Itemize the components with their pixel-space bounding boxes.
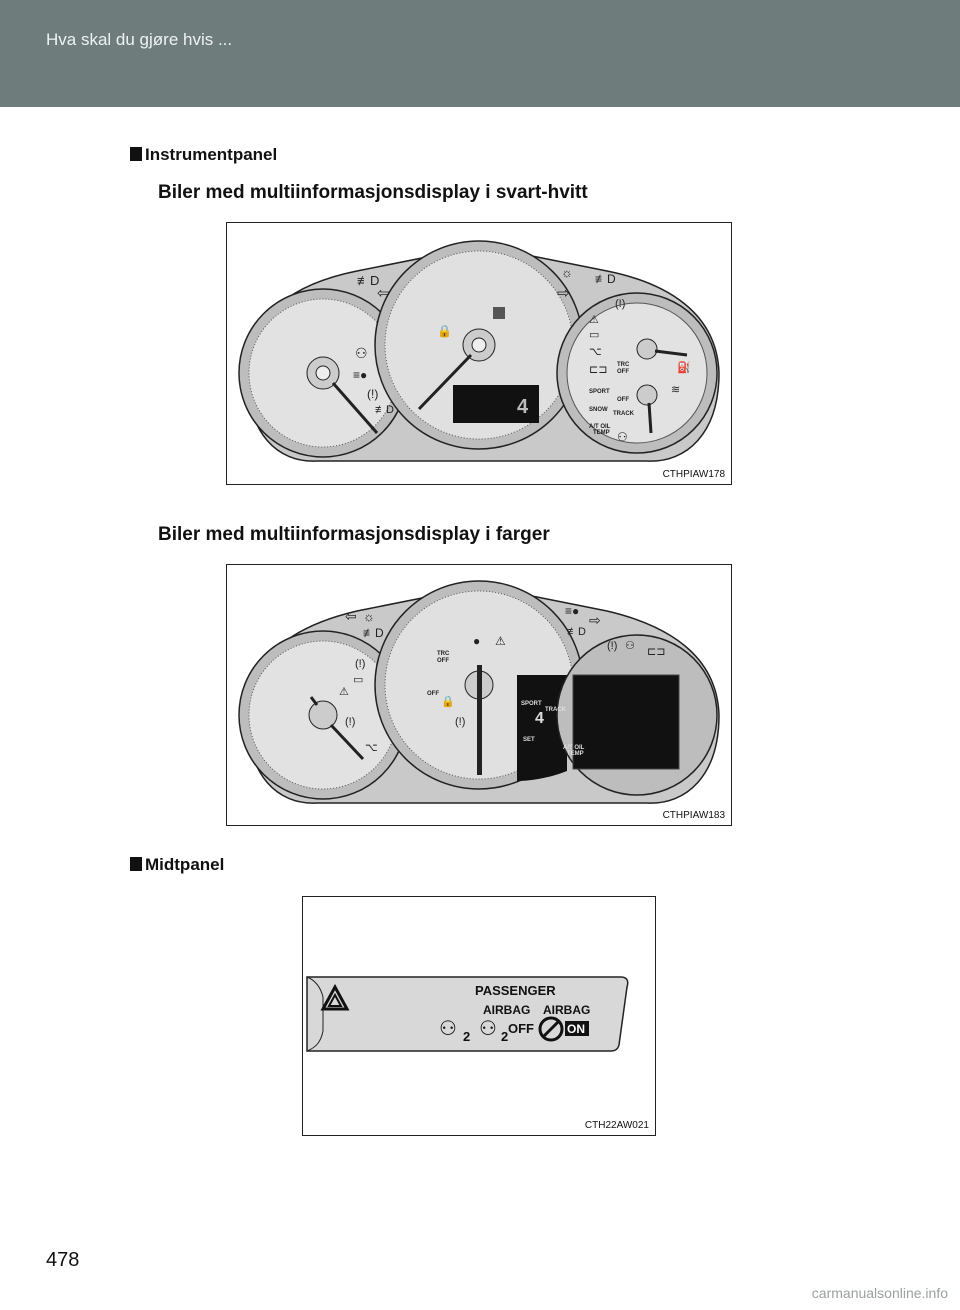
trc-label-color: TRC: [437, 651, 450, 657]
fuel-icon: ⛽: [677, 361, 691, 374]
check-engine-icon: ⊏⊐: [589, 364, 607, 376]
passenger-seatbelt-icon: ⚇: [479, 1018, 497, 1040]
gear-digit: 4: [517, 396, 529, 418]
page-number: 478: [46, 1249, 80, 1271]
light-indicator-icon-color: ☼: [363, 609, 375, 624]
snow-label: SNOW: [589, 407, 608, 413]
rear-fog-icon-color: ≢D: [567, 626, 586, 638]
vsc-off-label-color: OFF: [427, 691, 439, 697]
subtitle-color-display: Biler med multiinformasjonsdisplay i far…: [158, 524, 550, 545]
instrument-cluster-color-illustration: (!) ▭ ⚠ (!) ⌥ ☼ ≢D ⇦ TRC OFF OFF ● ⚠ (!)…: [238, 580, 720, 804]
left-turn-icon-color: ⇦: [345, 608, 357, 624]
fog-indicator-icon: ≢D: [357, 273, 379, 288]
fog-light-icon: ≢D: [375, 404, 394, 416]
headlight-icon-color: ≡●: [565, 604, 579, 618]
cruise-icon: [493, 307, 505, 319]
tachometer-needle-color: [309, 696, 319, 706]
right-turn-icon: ⇨: [557, 285, 570, 302]
speedometer-needle: [417, 353, 473, 411]
figure-center-panel: PASSENGER AIRBAG AIRBAG ⚇ 2 ⚇ 2 OFF ON C…: [302, 896, 656, 1136]
master-warning-icon-color: ⚠: [339, 686, 349, 698]
passenger-label: PASSENGER: [475, 983, 556, 998]
master-warning-icon: ⚠: [589, 314, 599, 326]
brake-icon-color: (!): [345, 716, 355, 728]
check-engine-icon-color: ⊏⊐: [647, 646, 665, 658]
sport-label-color: SPORT: [521, 701, 542, 707]
airbag-on-badge: [565, 1021, 589, 1036]
vsc-off-label: OFF: [617, 397, 629, 403]
warning-triangle-icon: ⚠: [495, 634, 506, 648]
right-turn-icon-color: ⇨: [589, 612, 601, 628]
trc-off-label-color: OFF: [437, 658, 449, 664]
figure-code-center: CTH22AW021: [584, 1120, 649, 1131]
center-panel-illustration: PASSENGER AIRBAG AIRBAG ⚇ 2 ⚇ 2 OFF ON: [306, 976, 629, 1052]
brake-icon: (!): [615, 298, 625, 310]
lock-icon-color: 🔒: [441, 695, 455, 708]
track-label-color: TRACK: [545, 707, 567, 713]
airbag-icon: ⚇: [617, 430, 628, 444]
section-title-midtpanel: Midtpanel: [130, 855, 224, 875]
color-display-left: [517, 675, 567, 781]
right-gauge-face: [566, 302, 708, 444]
speedometer-needle-color: [477, 665, 482, 775]
airbag-on-label: ON: [567, 1022, 585, 1036]
seat-number-1: 2: [463, 1029, 470, 1044]
warning-dot-icon: ●: [473, 634, 480, 648]
watermark: carmanualsonline.info: [811, 1285, 948, 1301]
seatbelt-icon: ⚇: [355, 345, 368, 361]
at-oil-temp-label-color: TEMP: [567, 751, 584, 757]
lock-icon: 🔒: [437, 324, 452, 338]
fog-icon-color: ≢D: [363, 626, 384, 640]
airbag-on-indicator-icon: [538, 1016, 564, 1042]
tire-pressure-icon-color: (!): [355, 658, 365, 670]
figure-code-color: CTHPIAW183: [662, 810, 725, 821]
page-header: Hva skal du gjøre hvis ...: [0, 0, 960, 107]
gear-digit-color: 4: [535, 710, 544, 727]
color-display-right: [572, 674, 680, 770]
fuel-warn-icon-color: (!): [455, 716, 465, 728]
hazard-icon: [320, 983, 350, 1011]
at-oil-temp-label: TEMP: [593, 430, 610, 436]
figure-instrument-cluster-bw: ⚇ ≡● (!) ≢D 4 🔒 ≢D ⇦ ☼ ⇨ ≢D (!) ⚠ ▭ ⌥ ⊏⊐…: [226, 222, 732, 485]
left-turn-icon: ⇦: [377, 285, 390, 302]
airbag-off-label: OFF: [508, 1021, 534, 1036]
figure-code-bw: CTHPIAW178: [662, 469, 725, 480]
instrument-cluster-bw-illustration: ⚇ ≡● (!) ≢D 4 🔒 ≢D ⇦ ☼ ⇨ ≢D (!) ⚠ ▭ ⌥ ⊏⊐…: [238, 240, 720, 462]
battery-icon: ▭: [589, 329, 599, 341]
fuel-needle: [654, 349, 688, 357]
oil-icon-color: ⌥: [365, 742, 378, 754]
multi-info-display: [453, 385, 539, 423]
light-indicator-icon: ☼: [561, 265, 573, 280]
subtitle-bw-display: Biler med multiinformasjonsdisplay i sva…: [158, 182, 588, 203]
headlight-icon: ≡●: [353, 368, 367, 382]
battery-icon-color: ▭: [353, 674, 363, 686]
temp-needle: [647, 402, 653, 434]
trc-off-label: OFF: [617, 369, 629, 375]
tachometer-needle: [331, 382, 379, 434]
rear-fog-icon: ≢D: [595, 272, 616, 286]
airbag-icon-color: ⚇: [625, 640, 635, 652]
airbag-label-left: AIRBAG: [483, 1003, 530, 1017]
section-title-instrumentpanel: Instrumentpanel: [130, 145, 277, 165]
header-title: Hva skal du gjøre hvis ...: [46, 30, 233, 49]
at-oil-label-color: A/T OIL: [563, 745, 585, 751]
tire-pressure-icon: (!): [367, 387, 378, 401]
brake-icon-right-color: (!): [607, 640, 617, 652]
oil-icon: ⌥: [589, 346, 602, 358]
track-label: TRACK: [613, 411, 635, 417]
seatbelt-reminder-icon: ⚇: [439, 1018, 457, 1040]
temp-icon: ≋: [671, 384, 680, 396]
square-bullet-icon: [130, 857, 142, 871]
square-bullet-icon: [130, 147, 142, 161]
figure-instrument-cluster-color: (!) ▭ ⚠ (!) ⌥ ☼ ≢D ⇦ TRC OFF OFF ● ⚠ (!)…: [226, 564, 732, 826]
trc-label: TRC: [617, 362, 630, 368]
set-label-color: SET: [523, 737, 535, 743]
seat-number-2: 2: [501, 1029, 508, 1044]
airbag-label-right: AIRBAG: [543, 1003, 590, 1017]
at-oil-label: A/T OIL: [589, 424, 611, 430]
sport-label: SPORT: [589, 389, 610, 395]
